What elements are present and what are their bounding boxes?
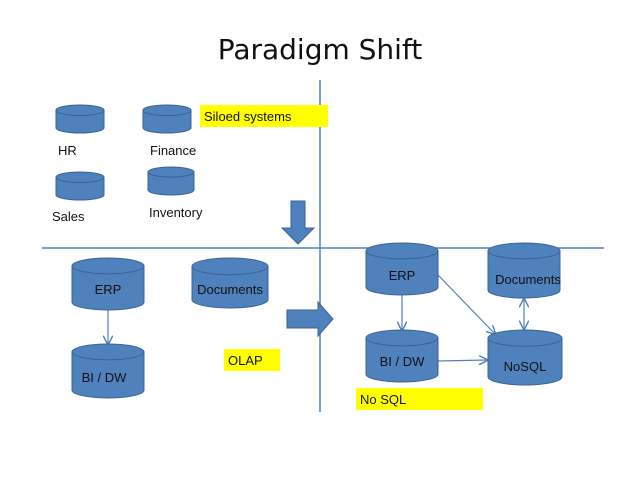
- sales-label: Sales: [52, 209, 85, 224]
- finance-cylinder: [142, 104, 192, 134]
- bidw-right-cylinder: [365, 329, 439, 383]
- documents-left-label: Documents: [197, 282, 263, 297]
- right-arrow-icon: [286, 300, 334, 338]
- erp-left-cylinder: [71, 257, 145, 311]
- nosql-label: NoSQL: [503, 359, 547, 374]
- erp-right-cylinder: [365, 242, 439, 296]
- down-arrow-icon: [280, 200, 316, 245]
- no-sql-highlight: No SQL: [356, 388, 483, 410]
- inventory-cylinder: [147, 166, 195, 196]
- bidw-left-cylinder: [71, 343, 145, 399]
- siloed-systems-highlight: Siloed systems: [200, 105, 328, 127]
- documents-left-cylinder: [191, 257, 269, 309]
- finance-label: Finance: [150, 143, 197, 158]
- inventory-label: Inventory: [149, 205, 203, 220]
- erp-left-label: ERP: [94, 282, 122, 297]
- sales-cylinder: [55, 171, 105, 201]
- erp-right-label: ERP: [388, 268, 416, 283]
- slide-title: Paradigm Shift: [217, 33, 423, 66]
- edge-erp-nosql: [437, 274, 495, 334]
- bidw-right-label: BI / DW: [379, 354, 425, 369]
- documents-right-cylinder: [487, 242, 561, 299]
- hr-cylinder: [55, 104, 105, 134]
- edge-bidw-nosql: [437, 360, 487, 361]
- olap-highlight: OLAP: [224, 349, 280, 371]
- bidw-left-label: BI / DW: [81, 370, 127, 385]
- nosql-cylinder: [487, 329, 563, 386]
- hr-label: HR: [58, 143, 77, 158]
- documents-right-label: Documents: [495, 272, 561, 287]
